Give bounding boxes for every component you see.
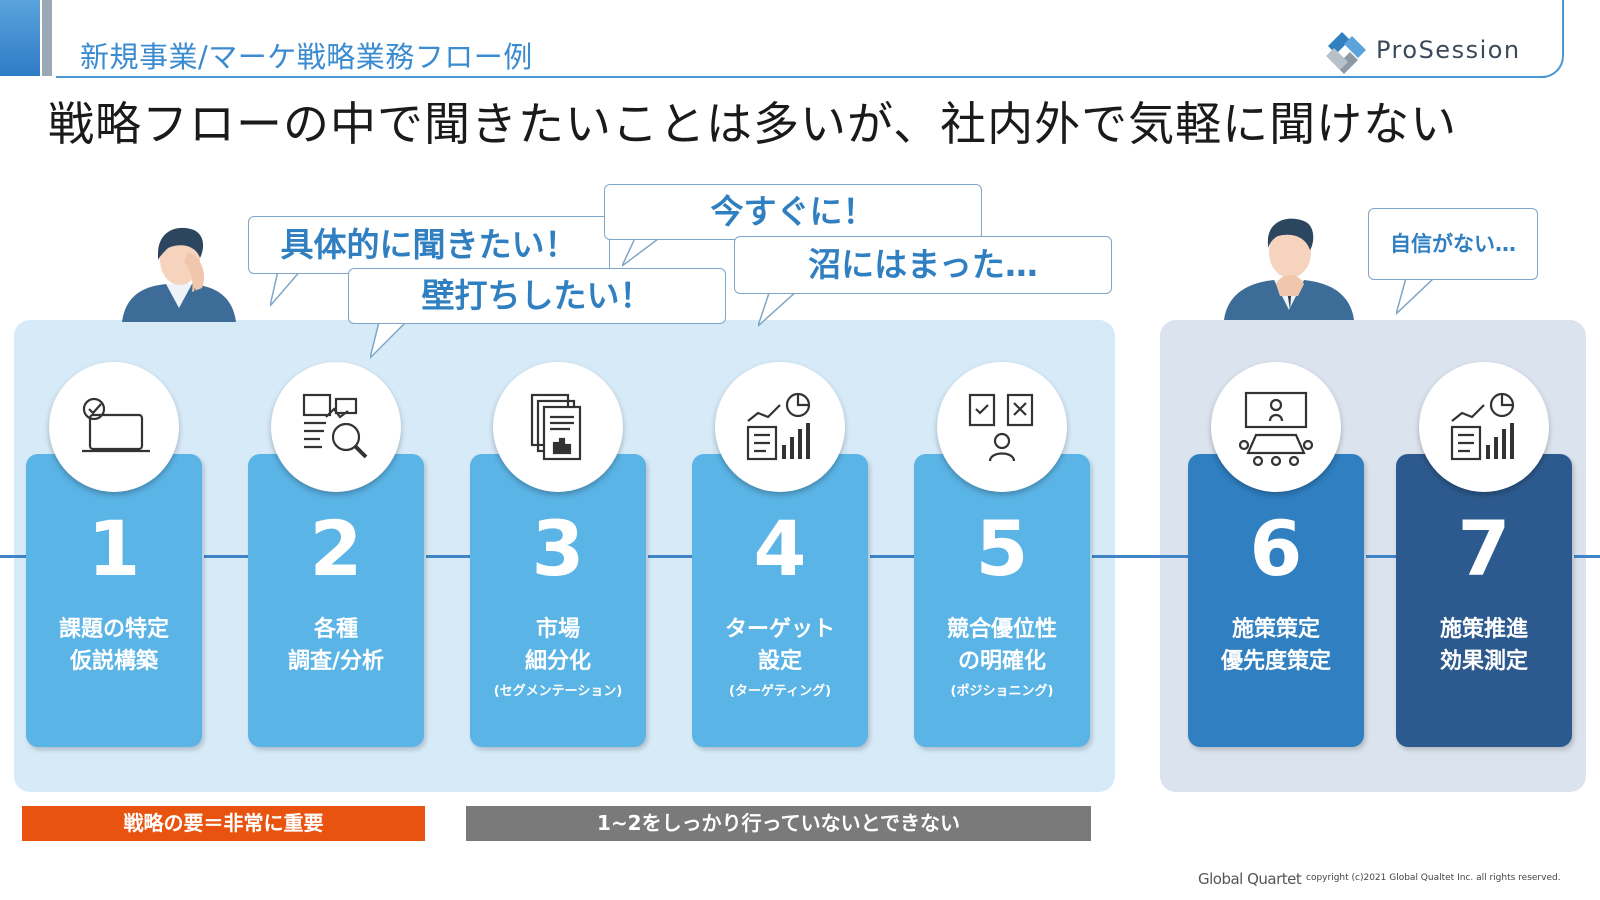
- step-label: 市場 細分化: [524, 617, 591, 674]
- step-number: 1: [87, 504, 141, 593]
- flow-line: [204, 555, 250, 558]
- flow-line: [426, 555, 472, 558]
- meeting-table-icon: [1238, 391, 1314, 467]
- speech-bubble: 今すぐに！: [604, 184, 982, 240]
- breadcrumb: 新規事業/マーケ戦略業務フロー例: [80, 40, 533, 74]
- worried-person-illustration: [122, 227, 236, 322]
- speech-bubble: 沼にはまった…: [734, 236, 1112, 294]
- header-accent-stripe: [0, 0, 40, 76]
- bubble-tail: [622, 236, 664, 267]
- step-label: ターゲット 設定: [724, 617, 835, 674]
- step-card-7[interactable]: 7 施策推進 効果測定: [1396, 454, 1572, 747]
- step-card-1[interactable]: 1 課題の特定 仮説構築: [26, 454, 202, 747]
- step-sublabel: (ターゲティング): [728, 684, 832, 699]
- header-underline: [56, 76, 1546, 78]
- step-card-3[interactable]: 3 市場 細分化 (セグメンテーション): [470, 454, 646, 747]
- research-magnifier-icon: [302, 393, 368, 459]
- flow-line: [1366, 555, 1398, 558]
- thinking-person-illustration: [1224, 218, 1354, 320]
- step-label: 各種 調査/分析: [287, 617, 385, 674]
- compare-documents-icon: [968, 393, 1034, 462]
- flow-line: [1574, 555, 1600, 558]
- logo-text: ProSession: [1376, 36, 1521, 64]
- step-icon-circle: [1419, 362, 1549, 492]
- footer-brand: Global Quartet: [1198, 870, 1302, 888]
- step-number: 6: [1249, 504, 1303, 593]
- dependency-note-bar: 1~2をしっかり行っていないとできない: [466, 806, 1091, 841]
- step-label: 施策推進 効果測定: [1439, 617, 1528, 674]
- speech-bubble: 自信がない…: [1368, 208, 1538, 280]
- speech-bubble: 壁打ちしたい！: [348, 268, 726, 324]
- bubble-tail: [758, 290, 800, 328]
- flow-line: [648, 555, 694, 558]
- step-card-2[interactable]: 2 各種 調査/分析: [248, 454, 424, 747]
- step-label: 課題の特定 仮説構築: [58, 617, 169, 674]
- bubble-tail: [370, 318, 412, 360]
- step-number: 7: [1457, 504, 1511, 593]
- step-icon-circle: [49, 362, 179, 492]
- step-card-5[interactable]: 5 競合優位性 の明確化 (ポジショニング): [914, 454, 1090, 747]
- bubble-tail: [1396, 278, 1436, 316]
- footer-copyright: copyright (c)2021 Global Qualtet Inc. al…: [1306, 873, 1561, 883]
- step-label: 競合優位性 の明確化: [946, 617, 1057, 674]
- step-icon-circle: [493, 362, 623, 492]
- analytics-chart-icon: [746, 392, 811, 461]
- page-title: 戦略フローの中で聞きたいことは多いが、社内外で気軽に聞けない: [48, 97, 1458, 151]
- step-label: 施策策定 優先度策定: [1220, 617, 1331, 674]
- step-icon-circle: [271, 362, 401, 492]
- report-chart-icon: [1450, 392, 1515, 461]
- flow-line: [870, 555, 916, 558]
- key-strategy-bar: 戦略の要＝非常に重要: [22, 806, 425, 841]
- step-icon-circle: [937, 362, 1067, 492]
- step-card-4[interactable]: 4 ターゲット 設定 (ターゲティング): [692, 454, 868, 747]
- header-gray-stripe: [42, 0, 52, 76]
- flow-line: [0, 555, 26, 558]
- step-number: 4: [753, 504, 807, 593]
- step-number: 2: [309, 504, 363, 593]
- prosession-logo-icon: [1326, 32, 1366, 74]
- step-icon-circle: [1211, 362, 1341, 492]
- step-sublabel: (セグメンテーション): [493, 684, 623, 699]
- laptop-check-icon: [82, 397, 150, 453]
- step-icon-circle: [715, 362, 845, 492]
- step-card-6[interactable]: 6 施策策定 優先度策定: [1188, 454, 1364, 747]
- step-sublabel: (ポジショニング): [950, 684, 1054, 699]
- speech-bubble: 具体的に聞きたい！: [248, 216, 610, 274]
- step-number: 3: [531, 504, 585, 593]
- flow-line: [1092, 555, 1190, 558]
- documents-chart-icon: [530, 393, 582, 461]
- step-number: 5: [975, 504, 1029, 593]
